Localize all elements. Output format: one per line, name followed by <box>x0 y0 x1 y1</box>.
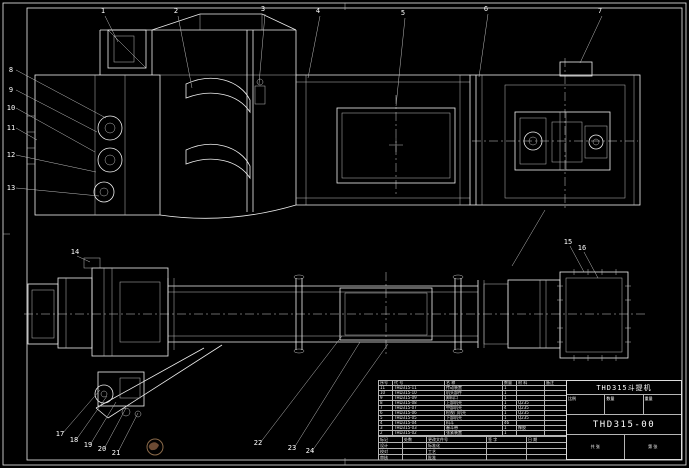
elevation-view <box>26 13 641 219</box>
callout-number: 6 <box>484 5 488 13</box>
title-block-field: 重量 <box>644 395 681 414</box>
sign-row: 审核 批准 <box>378 454 566 460</box>
title-block-fields: 比例 数量 重量 <box>567 395 681 415</box>
coupling-circle <box>588 134 604 150</box>
drive-section <box>469 58 641 210</box>
callout-number: 22 <box>254 439 262 447</box>
top-cover-box <box>559 61 593 77</box>
callout-number: 21 <box>112 449 120 457</box>
bucket-clamp <box>254 85 266 105</box>
plan-head-section <box>27 257 169 357</box>
shaft-circle <box>93 181 115 203</box>
sign-cell <box>486 454 527 460</box>
callout-number: 8 <box>9 66 13 74</box>
bom-row: 9 THD315-09 卸料口 1 <box>378 395 566 401</box>
middle-casing <box>296 74 470 206</box>
motor-flange-plate <box>559 271 629 359</box>
callout-number: 16 <box>578 244 586 252</box>
shaft-circle <box>97 147 123 173</box>
title-block-field: 数量 <box>605 395 644 414</box>
plan-view <box>24 257 646 419</box>
drawing-number: THD315-00 <box>567 415 681 435</box>
bucket-shape <box>185 143 251 180</box>
title-block-field: 比例 <box>567 395 606 414</box>
callout-number: 14 <box>71 248 79 256</box>
callout-number: 9 <box>9 86 13 94</box>
callout-number: 18 <box>70 436 78 444</box>
sheet-cell: 第 张 <box>648 444 658 449</box>
bom-row: 7 THD315-07 中部机壳 4 Q235 <box>378 405 566 411</box>
bucket-shape <box>185 77 251 114</box>
sheet-info: 共 张 第 张 <box>567 435 681 459</box>
head-section-body <box>26 74 297 219</box>
sign-cell: 审核 <box>378 454 403 460</box>
centering-ticks <box>3 3 346 465</box>
bom-table: 序号 代 号 名 称 数量 材 料 备注 11 THD315-11 传动装置 1 <box>378 380 566 436</box>
bolt-ticks <box>557 269 631 361</box>
title-block: THD315斗提机 比例 数量 重量 THD315-00 共 张 第 张 <box>566 380 682 460</box>
callout-number: 10 <box>7 104 15 112</box>
callout-number: 4 <box>316 7 320 15</box>
bom-header-row: 序号 代 号 名 称 数量 材 料 备注 <box>378 380 566 386</box>
bom-row: 1 THD315-01 机座部件 1 <box>378 435 566 436</box>
callout-number: 11 <box>7 124 15 132</box>
callout-number: 5 <box>401 9 405 17</box>
callout-number: 23 <box>288 444 296 452</box>
belt-and-buckets <box>185 30 297 212</box>
head-hood <box>151 13 297 31</box>
leader-lines <box>15 13 603 453</box>
callout-number: 13 <box>7 184 15 192</box>
callout-labels: 1 2 3 4 5 6 7 8 9 10 11 12 13 14 15 16 1… <box>7 5 602 457</box>
takeup-mechanism <box>94 371 145 418</box>
callout-number: 15 <box>564 238 572 246</box>
sign-strip-table: 标记 处数 更改文件号 签 字 日 期 设计 标准化 校对 <box>378 436 566 460</box>
sign-cell <box>402 454 427 460</box>
bom-cell-note <box>544 435 566 436</box>
sign-strip-wrap: 标记 处数 更改文件号 签 字 日 期 设计 标准化 校对 <box>378 436 566 460</box>
bom-row: 11 THD315-11 传动装置 1 <box>378 385 566 391</box>
bom-table-wrap: 序号 代 号 名 称 数量 材 料 备注 11 THD315-11 传动装置 1 <box>378 380 566 436</box>
sign-cell <box>526 454 566 460</box>
drawing-title: THD315斗提机 <box>567 381 681 395</box>
field-label: 数量 <box>606 396 615 401</box>
callout-number: 3 <box>261 5 265 13</box>
callout-number: 12 <box>7 151 15 159</box>
callout-number: 20 <box>98 445 106 453</box>
callout-number: 2 <box>174 7 178 15</box>
sign-cell: 批准 <box>426 454 487 460</box>
callout-number: 7 <box>598 7 602 15</box>
field-label: 比例 <box>568 396 576 401</box>
shaft-circle <box>97 115 123 141</box>
plan-casing <box>167 272 478 356</box>
boot-curve <box>159 204 297 219</box>
callout-number: 24 <box>306 447 314 455</box>
plan-drive-unit <box>477 269 631 361</box>
callout-number: 17 <box>56 430 64 438</box>
field-label: 重量 <box>644 396 653 401</box>
callout-number: 19 <box>84 441 92 449</box>
callout-number: 1 <box>101 7 105 15</box>
bom-row: 6 THD315-06 检视门机壳 1 Q235 <box>378 410 566 416</box>
access-box <box>99 29 153 75</box>
seal-stamp-icon <box>146 438 164 456</box>
sheet-cell: 共 张 <box>567 435 625 459</box>
